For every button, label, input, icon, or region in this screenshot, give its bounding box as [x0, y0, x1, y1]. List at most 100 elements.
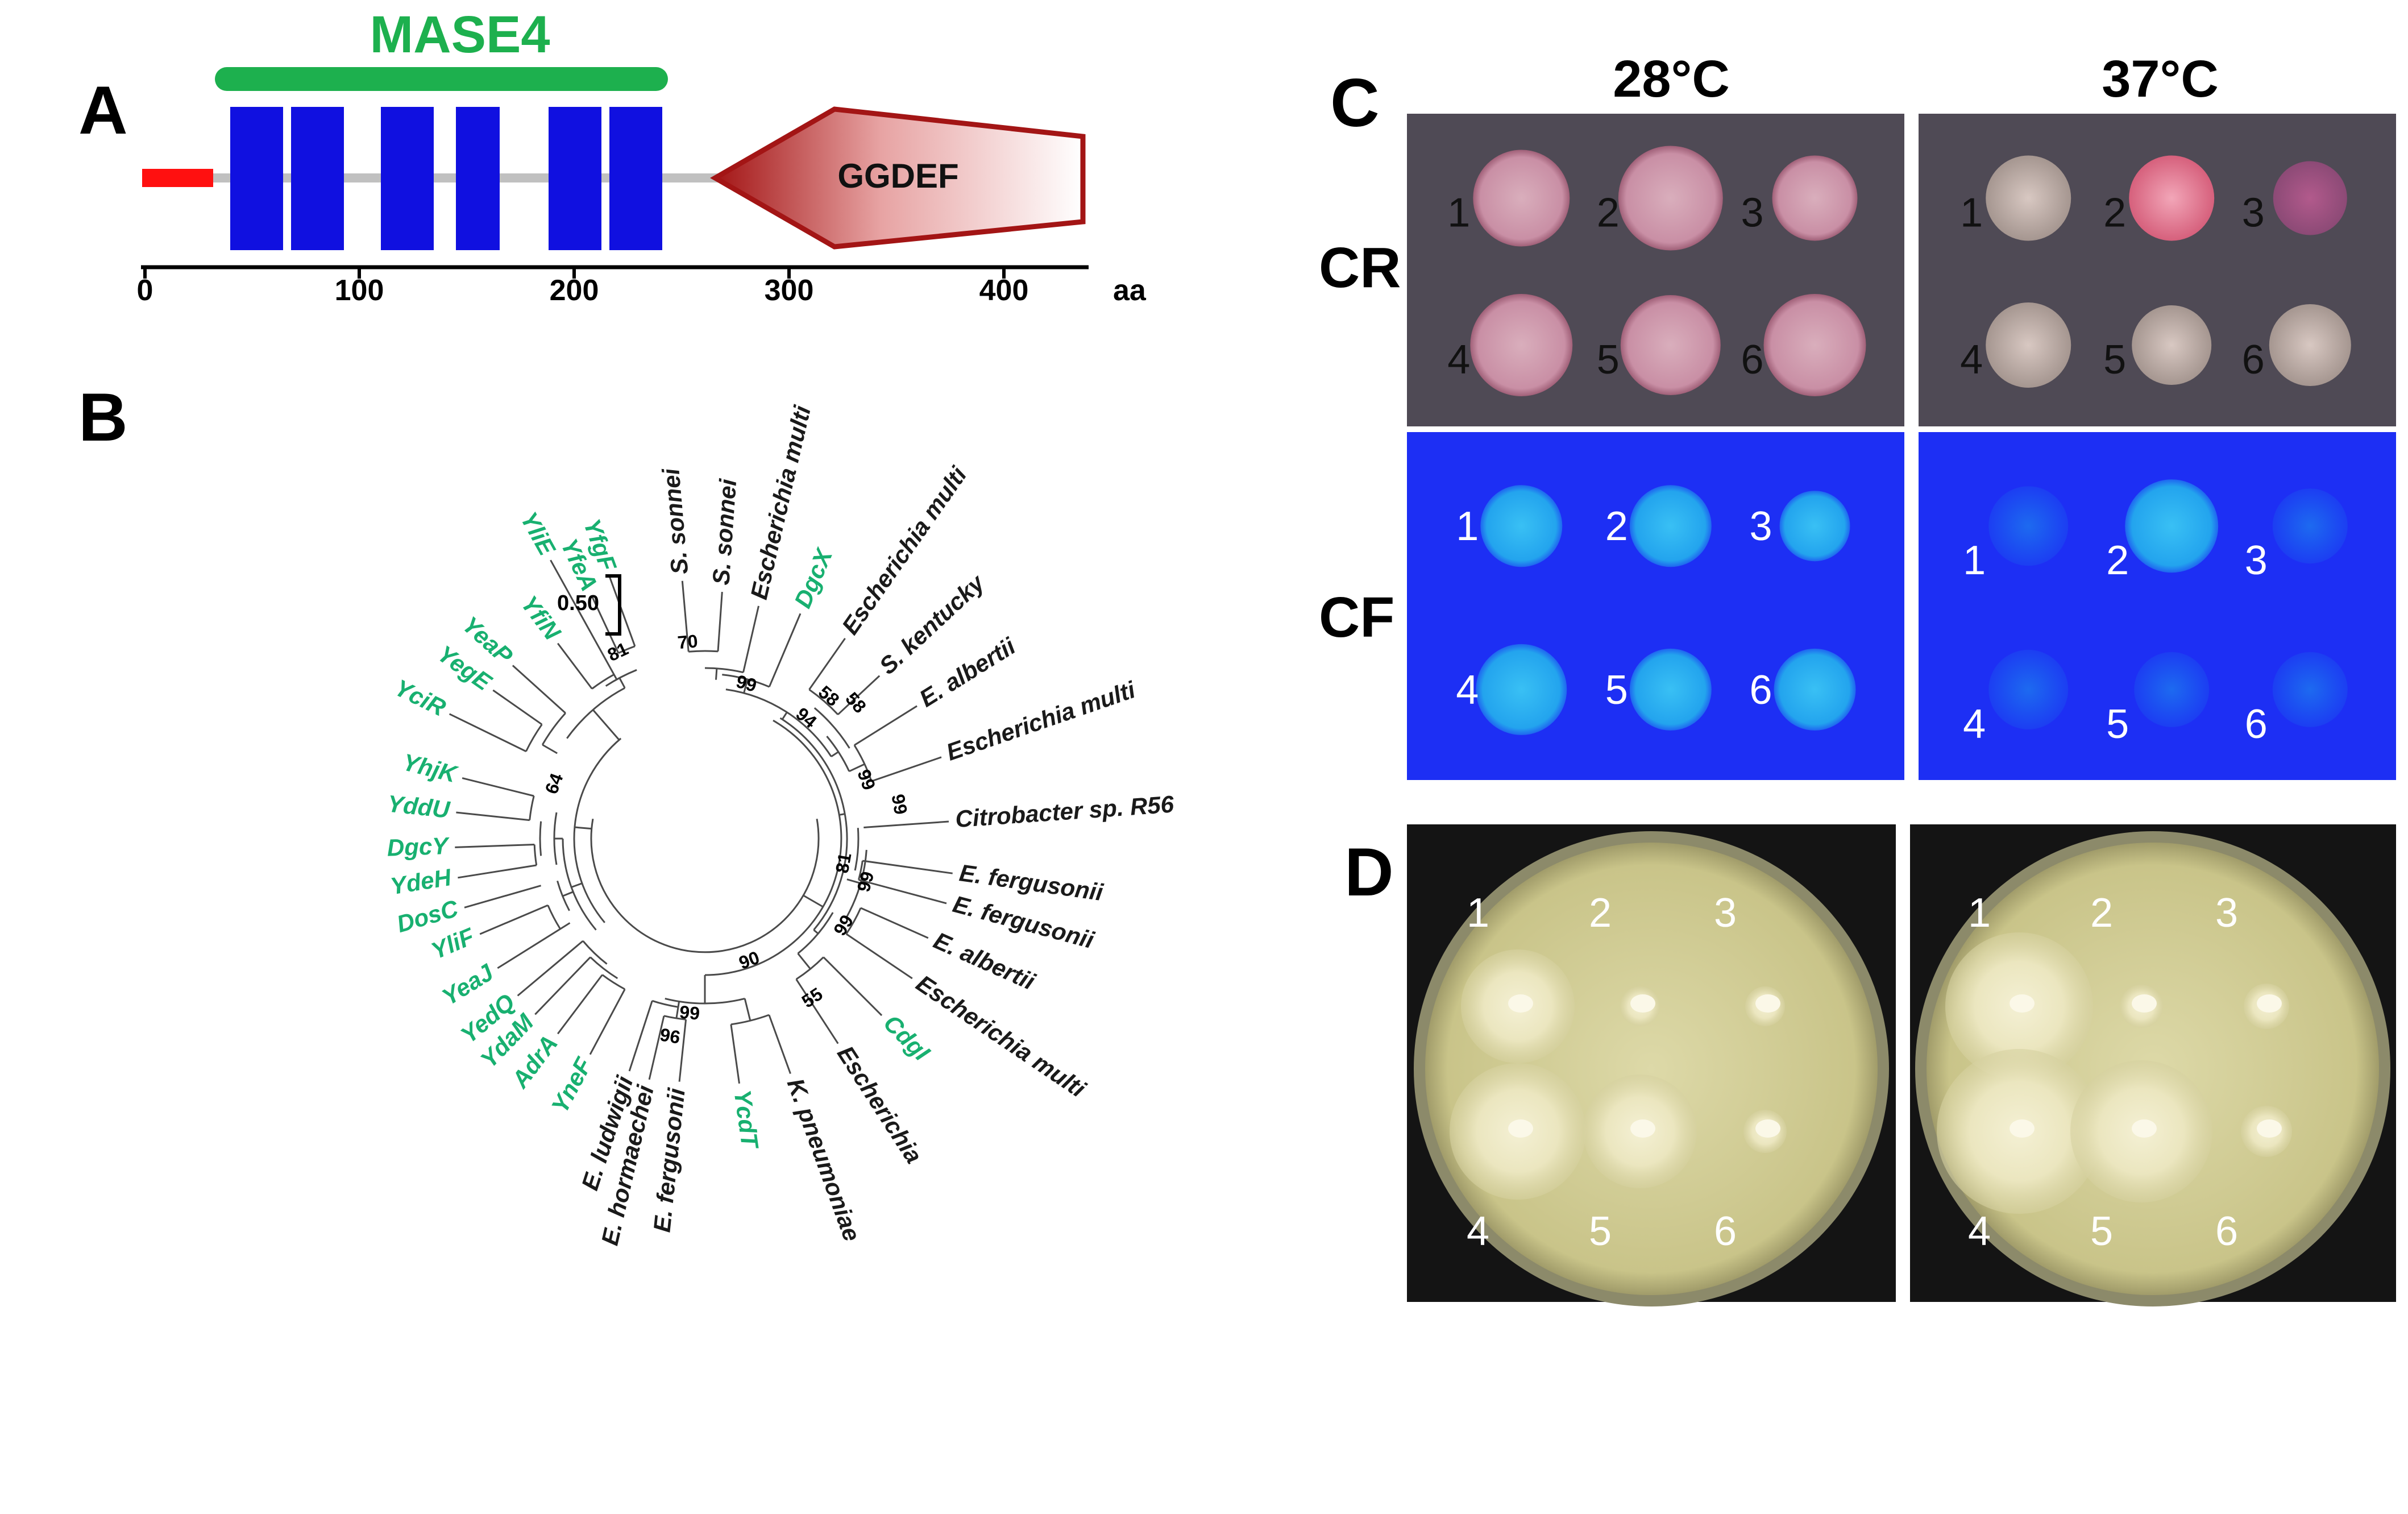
- mase4-label: MASE4: [370, 6, 550, 64]
- spot-number: 5: [1597, 337, 1620, 383]
- inoculation-point: [2257, 994, 2282, 1013]
- tree-branch: [871, 756, 942, 782]
- inoculation-point: [2010, 994, 2035, 1013]
- tree-leaf-label: S. sonnei: [707, 478, 741, 586]
- spot-number: 4: [1963, 702, 1986, 747]
- colony-spot: [2134, 652, 2210, 727]
- aa-axis-unit: aa: [1113, 274, 1147, 307]
- tree-branch: [479, 904, 549, 935]
- tree-branch: [648, 1015, 665, 1080]
- tree-branch: [618, 677, 626, 688]
- spot-number: 4: [1467, 1209, 1489, 1254]
- tree-branch: [846, 878, 861, 885]
- spot-number: 4: [1447, 337, 1470, 383]
- tree-branch: [455, 844, 535, 848]
- tree-branch: [743, 679, 749, 694]
- tree-leaf-label: YciR: [391, 674, 450, 721]
- row-label-cr: CR: [1319, 236, 1401, 300]
- inoculation-point: [2010, 1119, 2035, 1138]
- colony-spot: [1772, 155, 1858, 241]
- tree-branch-arc: [582, 940, 608, 965]
- spot-number: 2: [2103, 190, 2126, 236]
- tree-branch: [534, 956, 591, 1015]
- tree-branch-arc: [541, 712, 566, 745]
- tree-leaf-label: Escherichia multi: [911, 969, 1091, 1102]
- tree-branches: [449, 559, 953, 1084]
- bootstrap-value: 70: [676, 631, 699, 653]
- spot-number: 5: [2090, 1209, 2113, 1254]
- ggdef-label: GGDEF: [837, 157, 958, 195]
- spot-number: 6: [1749, 667, 1772, 713]
- colony-spot: [1620, 295, 1721, 395]
- colony-spot: [1986, 302, 2071, 388]
- tree-branch: [456, 811, 530, 822]
- panel-label-d: D: [1344, 834, 1394, 910]
- tree-branch-arc: [704, 667, 744, 674]
- colony-spot: [1618, 146, 1723, 251]
- colony-spot: [2132, 305, 2212, 385]
- temp-label-37: 37°C: [2102, 50, 2219, 108]
- spot-number: 1: [1968, 890, 1991, 936]
- spot-number: 4: [1968, 1209, 1991, 1254]
- colony-spot: [1988, 649, 2069, 729]
- tree-branch: [462, 777, 534, 797]
- tree-branch-arc: [853, 744, 873, 782]
- spot-number: 3: [2215, 890, 2238, 936]
- aa-axis-tick-label: 200: [550, 274, 599, 307]
- tree-branch: [681, 580, 690, 652]
- spot-number: 1: [1963, 538, 1986, 583]
- inoculation-point: [1630, 994, 1655, 1013]
- tree-branch-arc: [533, 844, 538, 866]
- tree-branch-arc: [845, 849, 867, 918]
- tree-scale-bar: 0.50: [557, 574, 621, 636]
- spot-number: 2: [2090, 890, 2113, 936]
- bootstrap-value: 94: [792, 703, 821, 732]
- tree-leaf-label: YliF: [427, 922, 479, 964]
- spot-number: 4: [1960, 337, 1983, 383]
- colony-spot: [1763, 294, 1866, 396]
- colony-spot: [2272, 488, 2348, 564]
- colony-spot: [1986, 155, 2071, 241]
- tree-branch: [557, 974, 603, 1035]
- tree-branch: [571, 882, 583, 888]
- tree-branch-arc: [539, 821, 542, 856]
- bootstrap-value: 99: [853, 767, 879, 793]
- colony-spot: [2273, 161, 2347, 235]
- tree-branch: [517, 940, 584, 997]
- tree-branch: [858, 879, 947, 905]
- spot-number: 1: [1456, 504, 1479, 549]
- colony-spot: [1779, 491, 1850, 562]
- bootstrap-value: 81: [832, 851, 856, 874]
- colony-spot: [2129, 155, 2215, 241]
- spot-number: 5: [1589, 1209, 1612, 1254]
- inoculation-point: [1755, 1119, 1780, 1138]
- tm-helix-4: [456, 107, 500, 250]
- colony-spot: [1470, 294, 1573, 396]
- tree-branch-arc: [858, 860, 863, 880]
- tree-branch-arc: [826, 736, 850, 772]
- tree-branch-arc: [808, 688, 839, 715]
- tree-branch: [837, 675, 881, 715]
- tree-branch-arc: [601, 974, 625, 990]
- tree-branch-arc: [665, 997, 745, 1005]
- tree-branch: [678, 1019, 687, 1082]
- panel-label-b: B: [78, 379, 128, 455]
- mase4-bar: [215, 67, 668, 91]
- tree-leaf-label: YliE: [516, 507, 562, 561]
- tree-branch-arc: [566, 687, 625, 739]
- colony-spot: [2269, 304, 2351, 386]
- tree-branch: [831, 751, 839, 757]
- tree-branch: [845, 933, 913, 980]
- tree-branch-arc: [722, 674, 770, 688]
- bootstrap-value: 64: [541, 770, 567, 797]
- tree-branch: [550, 559, 618, 680]
- tree-branch-arc: [813, 707, 850, 749]
